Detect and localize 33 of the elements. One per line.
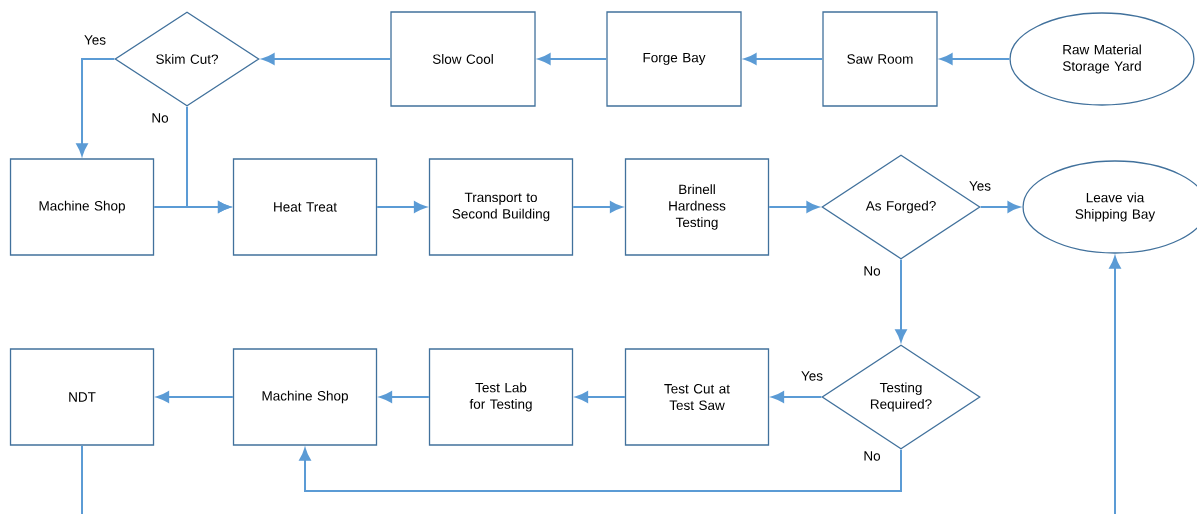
process-box: Test Lab for Testing xyxy=(428,348,574,446)
process-box: Test Cut at Test Saw xyxy=(624,348,770,446)
process-box: Machine Shop xyxy=(232,348,378,446)
arrow xyxy=(768,201,819,213)
arrow xyxy=(538,53,608,65)
arrow xyxy=(262,53,392,65)
arrow xyxy=(76,58,116,156)
arrow xyxy=(575,391,626,403)
arrow xyxy=(156,391,234,403)
arrow xyxy=(379,391,430,403)
arrow xyxy=(744,53,824,65)
process-box: Forge Bay xyxy=(606,11,742,107)
arrow xyxy=(153,201,231,213)
arrow xyxy=(376,201,427,213)
process-box: Heat Treat xyxy=(232,158,378,256)
edge-label: No xyxy=(862,450,882,462)
arrow xyxy=(1109,256,1121,514)
process-box: Machine Shop xyxy=(9,158,155,256)
process-box: Saw Room xyxy=(822,11,938,107)
arrow xyxy=(940,53,1011,65)
arrow xyxy=(979,201,1020,213)
edge-label: No xyxy=(150,112,170,124)
edge-label: No xyxy=(862,265,882,277)
process-box: Transport to Second Building xyxy=(428,158,574,256)
process-box: Brinell Hardness Testing xyxy=(624,158,770,256)
arrow xyxy=(895,258,907,342)
edge-label: Yes xyxy=(800,370,824,382)
arrow xyxy=(572,201,623,213)
process-box: NDT xyxy=(9,348,155,446)
process-box: Slow Cool xyxy=(390,11,536,107)
arrow xyxy=(771,391,823,403)
edge-label: Yes xyxy=(83,34,108,46)
arrow xyxy=(299,448,902,492)
